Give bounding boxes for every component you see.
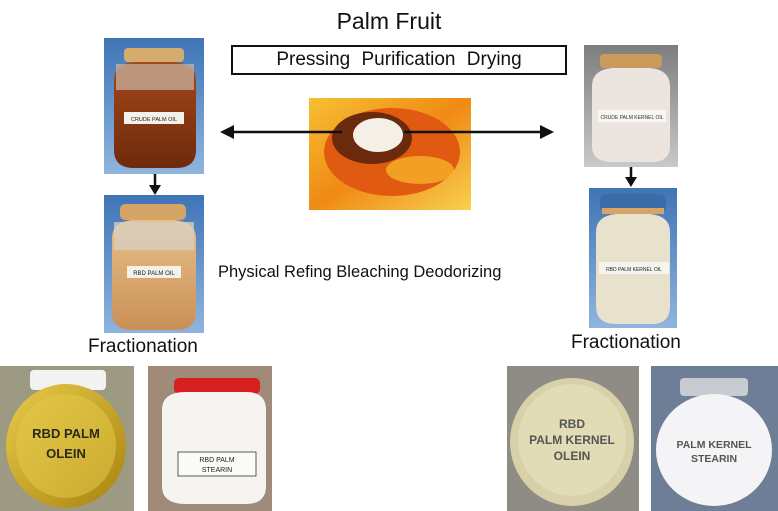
- process-box-pressing: Pressing Purification Drying: [231, 45, 567, 75]
- label-rbd-pk-olein-line3: OLEIN: [554, 449, 591, 463]
- label-rbd-palm-kernel-oil: RBD PALM KERNEL OIL: [606, 267, 662, 273]
- jar-rbd-palm-olein: [0, 366, 134, 511]
- jar-rbd-palm-kernel-olein: [507, 366, 639, 511]
- arrow-to-crude-kernel-oil: [404, 125, 554, 139]
- label-rbd-pk-olein-line2: PALM KERNEL: [529, 433, 615, 447]
- fractionation-label-left: Fractionation: [88, 336, 198, 357]
- label-pk-stearin-line1: PALM KERNEL: [676, 439, 752, 451]
- jar-rbd-palm-stearin: [148, 366, 272, 511]
- jar-crude-palm-kernel-oil: [584, 45, 678, 167]
- jar-rbd-palm-oil: [104, 195, 204, 333]
- jar-crude-palm-oil: [104, 38, 204, 174]
- fractionation-label-right: Fractionation: [571, 332, 681, 353]
- arrow-down-left: [149, 174, 161, 195]
- label-rbd-palm-stearin-line1: RBD PALM: [199, 457, 234, 464]
- label-crude-palm-oil: CRUDE PALM OIL: [131, 117, 177, 123]
- palm-fruit-photo: [309, 98, 471, 210]
- jar-palm-kernel-stearin: [651, 366, 778, 511]
- label-crude-palm-kernel-oil: CRUDE PALM KERNEL OIL: [600, 115, 663, 121]
- diagram-title: Palm Fruit: [336, 8, 442, 34]
- arrow-to-crude-palm-oil: [220, 125, 342, 139]
- label-rbd-pk-olein-line1: RBD: [559, 417, 585, 431]
- label-rbd-palm-stearin-line2: STEARIN: [202, 467, 232, 474]
- label-rbd-palm-olein-line1: RBD PALM: [32, 426, 100, 441]
- jar-rbd-palm-kernel-oil: [589, 188, 677, 328]
- label-rbd-palm-olein-line2: OLEIN: [46, 446, 86, 461]
- arrow-down-right: [625, 167, 637, 187]
- process-label-refining: Physical Refing Bleaching Deodorizing: [218, 263, 502, 281]
- label-pk-stearin-line2: STEARIN: [691, 453, 737, 465]
- label-rbd-palm-oil: RBD PALM OIL: [133, 271, 175, 277]
